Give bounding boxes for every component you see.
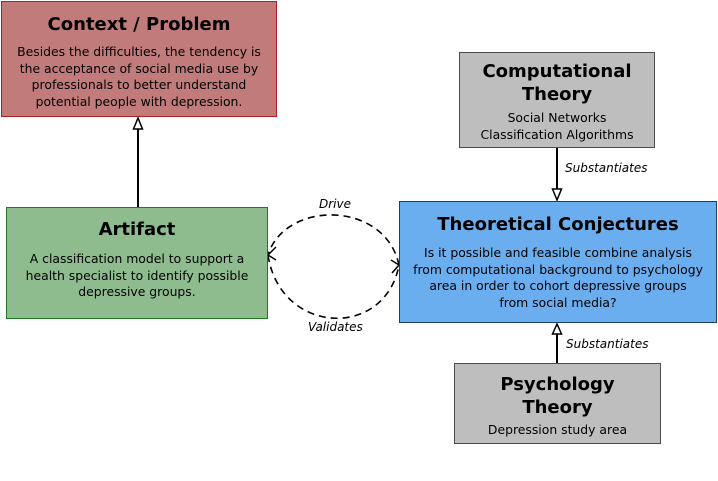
theoretical-conjectures-box: Theoretical Conjectures Is it possible a… (399, 201, 717, 323)
psychology-theory-box: Psychology Theory Depression study area (454, 363, 661, 444)
computational-theory-text: Social Networks Classification Algorithm… (480, 110, 633, 143)
artifact-line: depressive groups. (78, 284, 196, 299)
psychology-line: Depression study area (487, 422, 628, 437)
computational-line: Social Networks (507, 110, 607, 125)
artifact-title: Artifact (98, 219, 176, 240)
conjectures-line: area in order to cohort depressive group… (429, 278, 687, 293)
theoretical-conjectures-title: Theoretical Conjectures (437, 214, 679, 235)
psychology-to-conjectures-arrowhead (551, 322, 563, 335)
artifact-to-context-arrowhead (132, 116, 144, 130)
theoretical-conjectures-text: Is it possible and feasible combine anal… (413, 245, 703, 311)
computational-to-conjectures-arrowhead (551, 188, 563, 202)
psychology-theory-title: Psychology Theory (500, 373, 614, 419)
computational-theory-box: Computational Theory Social Networks Cla… (459, 52, 655, 148)
computational-theory-title: Computational Theory (482, 60, 631, 106)
drive-label: Drive (319, 197, 351, 211)
context-problem-title: Context / Problem (47, 14, 231, 35)
artifact-line: A classification model to support a (29, 251, 245, 266)
conjectures-line: Is it possible and feasible combine anal… (424, 245, 692, 260)
computational-title-line: Theory (521, 84, 593, 105)
substantiates-top-label: Substantiates (565, 161, 648, 175)
computational-title-line: Computational (482, 61, 632, 82)
conjectures-line: from social media? (499, 294, 617, 310)
conjectures-line: from computational background to psychol… (413, 261, 703, 277)
context-line: potential people with depression. (35, 93, 243, 109)
psychology-title-line: Psychology (500, 374, 615, 395)
drive-arrowhead (266, 246, 277, 261)
validates-label: Validates (308, 320, 363, 334)
context-problem-text: Besides the difficulties, the tendency i… (17, 44, 261, 110)
context-line: the acceptance of social media use by (19, 60, 259, 76)
validates-edge (267, 254, 400, 320)
substantiates-bottom-label: Substantiates (566, 337, 649, 351)
psychology-theory-text: Depression study area (488, 422, 627, 439)
artifact-box: Artifact A classification model to suppo… (6, 207, 268, 319)
drive-edge (267, 214, 400, 266)
context-line: Besides the difficulties, the tendency i… (17, 44, 261, 59)
artifact-text: A classification model to support a heal… (26, 251, 249, 301)
context-line: professionals to better understand (31, 77, 247, 92)
computational-line: Classification Algorithms (480, 126, 634, 142)
artifact-line: health specialist to identify possible (25, 267, 249, 283)
context-problem-box: Context / Problem Besides the difficulti… (1, 1, 277, 117)
psychology-title-line: Theory (522, 397, 593, 418)
